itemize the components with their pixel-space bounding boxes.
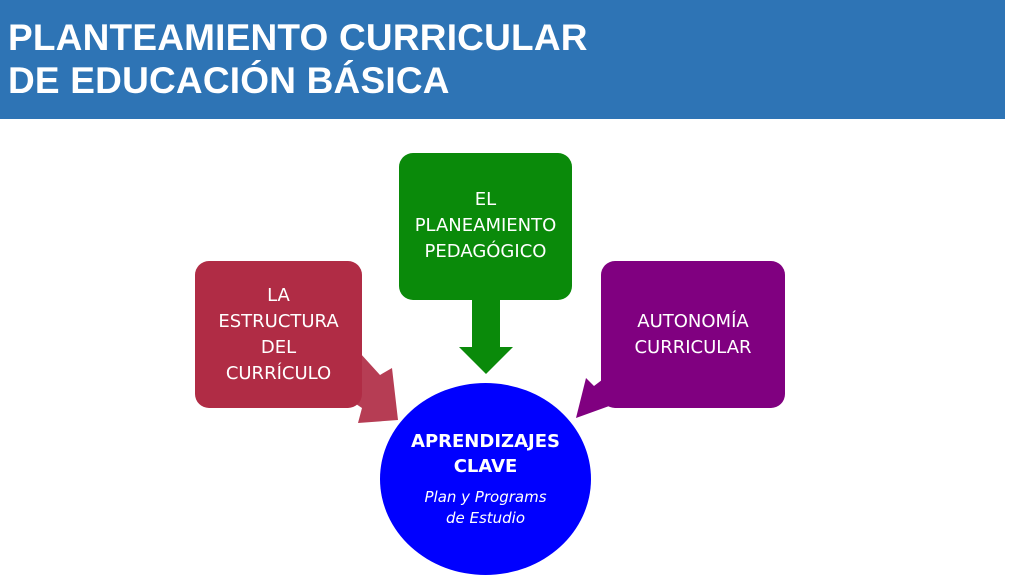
circle-subtitle: Plan y Programs de Estudio (380, 487, 591, 529)
box-center-line: EL (474, 189, 497, 210)
box-planeamiento-pedagogico: EL PLANEAMIENTO PEDAGÓGICO (399, 153, 572, 300)
circle-subtitle-line: Plan y Programs (424, 488, 547, 506)
box-center-label: EL PLANEAMIENTO PEDAGÓGICO (415, 187, 557, 265)
box-center-line: PLANEAMIENTO (414, 215, 557, 236)
arrow-down-center (459, 298, 513, 374)
circle-title: APRENDIZAJES CLAVE (380, 429, 591, 479)
title-line-1: PLANTEAMIENTO CURRICULAR (8, 17, 588, 58)
title-line-2: DE EDUCACIÓN BÁSICA (8, 60, 450, 101)
circle-title-line: APRENDIZAJES (411, 431, 560, 452)
box-left-label: LA ESTRUCTURA DEL CURRÍCULO (218, 283, 338, 387)
box-right-line: AUTONOMÍA (637, 310, 749, 332)
box-left-line: DEL (260, 336, 297, 358)
box-right-label: AUTONOMÍA CURRICULAR (634, 309, 751, 361)
title-banner: PLANTEAMIENTO CURRICULAR DE EDUCACIÓN BÁ… (0, 0, 1005, 119)
box-autonomia-curricular: AUTONOMÍA CURRICULAR (601, 261, 785, 408)
slide-title: PLANTEAMIENTO CURRICULAR DE EDUCACIÓN BÁ… (8, 16, 588, 102)
box-left-line: CURRÍCULO (225, 362, 332, 384)
circle-subtitle-line: de Estudio (445, 509, 526, 527)
box-estructura-curriculo: LA ESTRUCTURA DEL CURRÍCULO (195, 261, 362, 408)
circle-title-line: CLAVE (453, 456, 518, 477)
box-left-line: LA (267, 284, 290, 306)
box-right-line: CURRICULAR (634, 336, 752, 358)
aprendizajes-clave-circle: APRENDIZAJES CLAVE Plan y Programs de Es… (380, 383, 591, 575)
box-left-line: ESTRUCTURA (218, 310, 339, 332)
box-center-line: PEDAGÓGICO (424, 241, 547, 262)
